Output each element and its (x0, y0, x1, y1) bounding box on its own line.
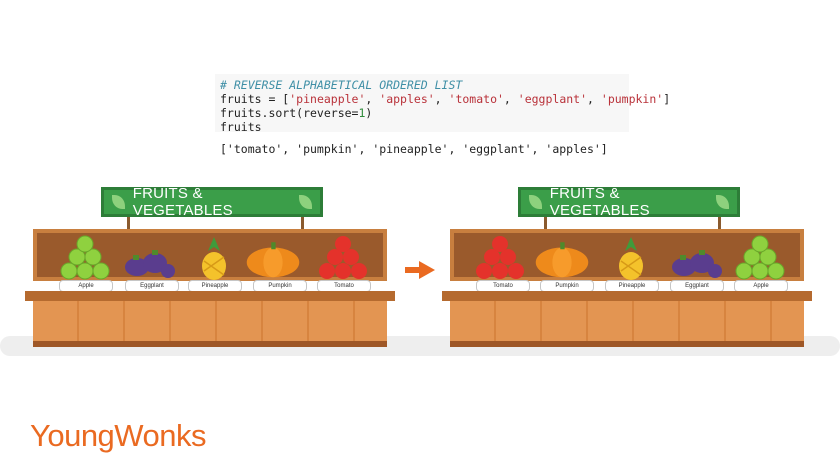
stall-sign: FRUITS & VEGETABLES (518, 185, 740, 219)
sign-post (127, 217, 130, 229)
pumpkin-icon (535, 242, 589, 278)
code-line-4: fruits (220, 120, 262, 134)
sign-post (301, 217, 304, 229)
code-line-3: fruits.sort(reverse=1) (220, 106, 373, 120)
code-line-2: fruits = ['pineapple', 'apples', 'tomato… (220, 92, 671, 106)
leaf-icon (299, 195, 313, 209)
sign-post (544, 217, 547, 229)
tomato-icon (319, 236, 367, 279)
stall-front (33, 301, 387, 347)
stall-front (450, 301, 804, 347)
leaf-icon (716, 195, 730, 209)
arrow-right-icon (405, 261, 435, 279)
apple-icon (60, 235, 110, 280)
eggplant-icon (672, 250, 722, 278)
stall-after: FRUITS & VEGETABLES Tomato Pumpkin Pinea… (442, 185, 812, 347)
apple-icon (735, 235, 785, 280)
code-line-1: # REVERSE ALPHABETICAL ORDERED LIST (220, 78, 463, 92)
stall-before: FRUITS & VEGETABLES Apple Eggplant Pinea… (25, 185, 395, 347)
stall-counter (25, 291, 395, 301)
pineapple-icon (202, 237, 226, 280)
sign-post (718, 217, 721, 229)
pumpkin-icon (246, 242, 300, 278)
code-cell (215, 74, 629, 132)
stall-counter (442, 291, 812, 301)
tomato-icon (476, 236, 524, 279)
code-output: ['tomato', 'pumpkin', 'pineapple', 'eggp… (220, 142, 608, 156)
sign-text: FRUITS & VEGETABLES (132, 185, 233, 219)
leaf-icon (529, 195, 542, 209)
stall-sign: FRUITS & VEGETABLES (101, 185, 323, 219)
leaf-icon (112, 195, 125, 209)
sign-text: FRUITS & VEGETABLES (549, 185, 650, 219)
eggplant-icon (125, 250, 175, 278)
pineapple-icon (619, 237, 643, 280)
brand-logo: YoungWonks (30, 418, 206, 453)
